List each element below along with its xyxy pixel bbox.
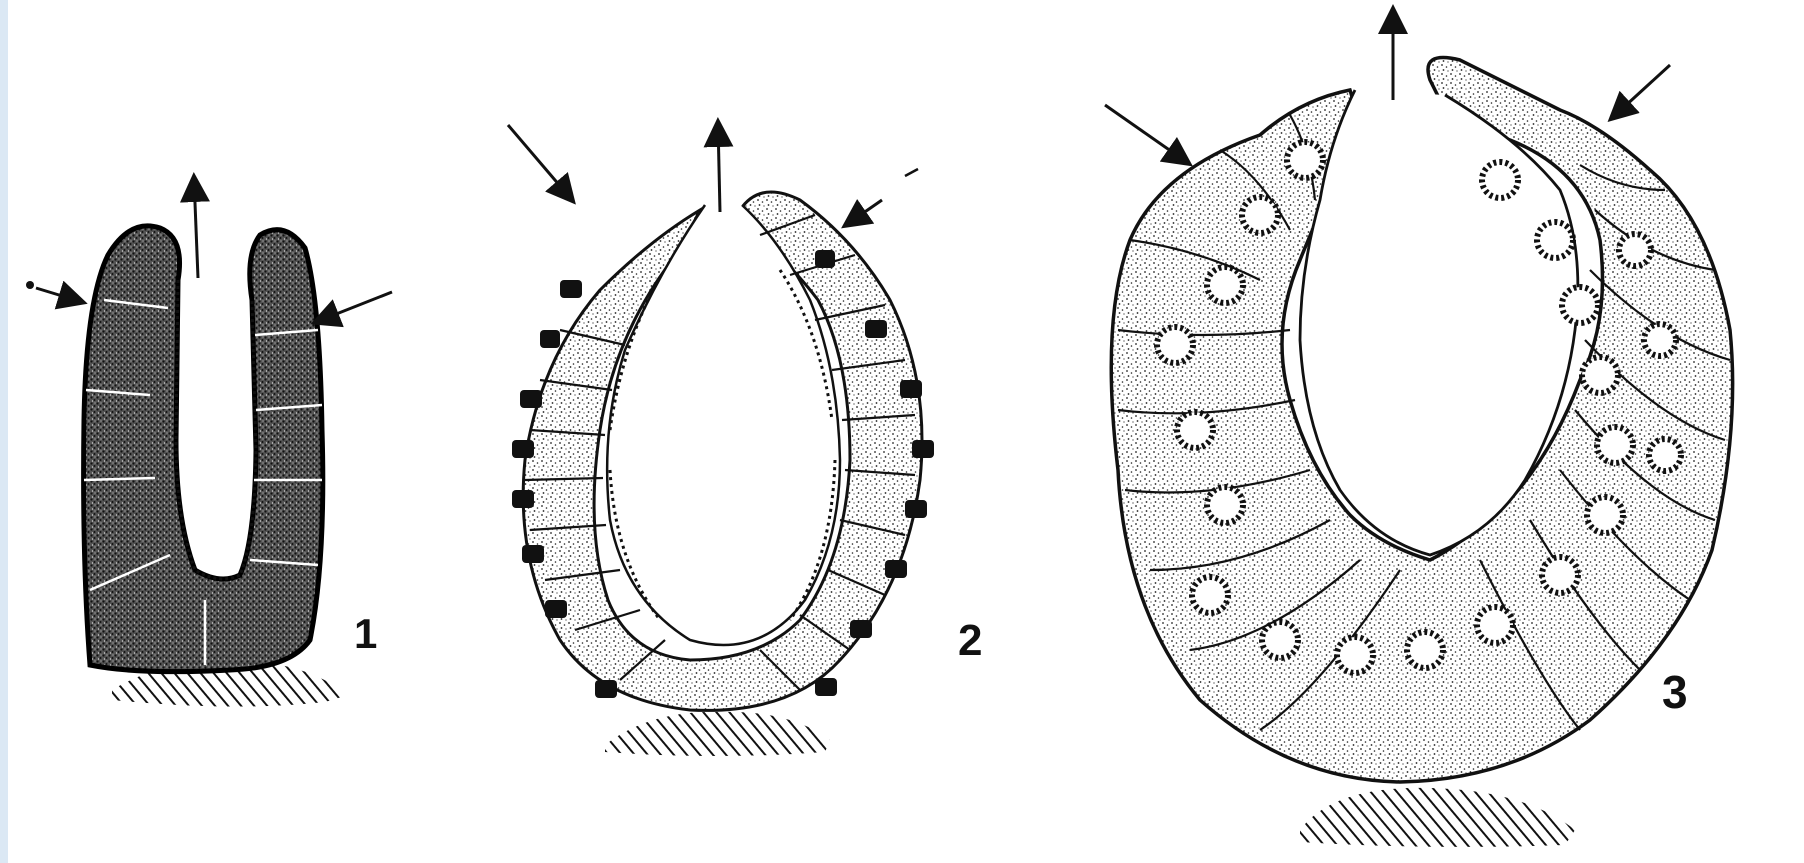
- stage-1-dot: [26, 281, 34, 289]
- stage-2-gland: [508, 123, 934, 756]
- stage-2-arrow-up: [718, 123, 720, 212]
- stage-1-epithelium: [84, 226, 323, 672]
- stage-1-arrow-left: [36, 288, 82, 302]
- stage-1-arrow-right: [316, 292, 392, 322]
- stage-2-arrow-right-tail: [905, 169, 918, 176]
- stage-1-lumen: [176, 280, 256, 579]
- stage-3-gland: [1105, 10, 1733, 847]
- stage-3-arrow-right: [1612, 65, 1670, 118]
- stage-3-substrate: [1300, 788, 1575, 847]
- stage-2-arrow-left: [508, 125, 572, 200]
- stage-3-arrow-left: [1105, 105, 1188, 163]
- stage-1-gland: [26, 178, 392, 707]
- stage-2-arrow-right: [846, 200, 882, 225]
- stage-2-substrate: [605, 712, 830, 756]
- stage-1-label: 1: [354, 610, 377, 658]
- stage-3-label: 3: [1662, 665, 1688, 719]
- stage-1-arrow-up: [194, 178, 198, 278]
- stage-2-label: 2: [958, 616, 982, 666]
